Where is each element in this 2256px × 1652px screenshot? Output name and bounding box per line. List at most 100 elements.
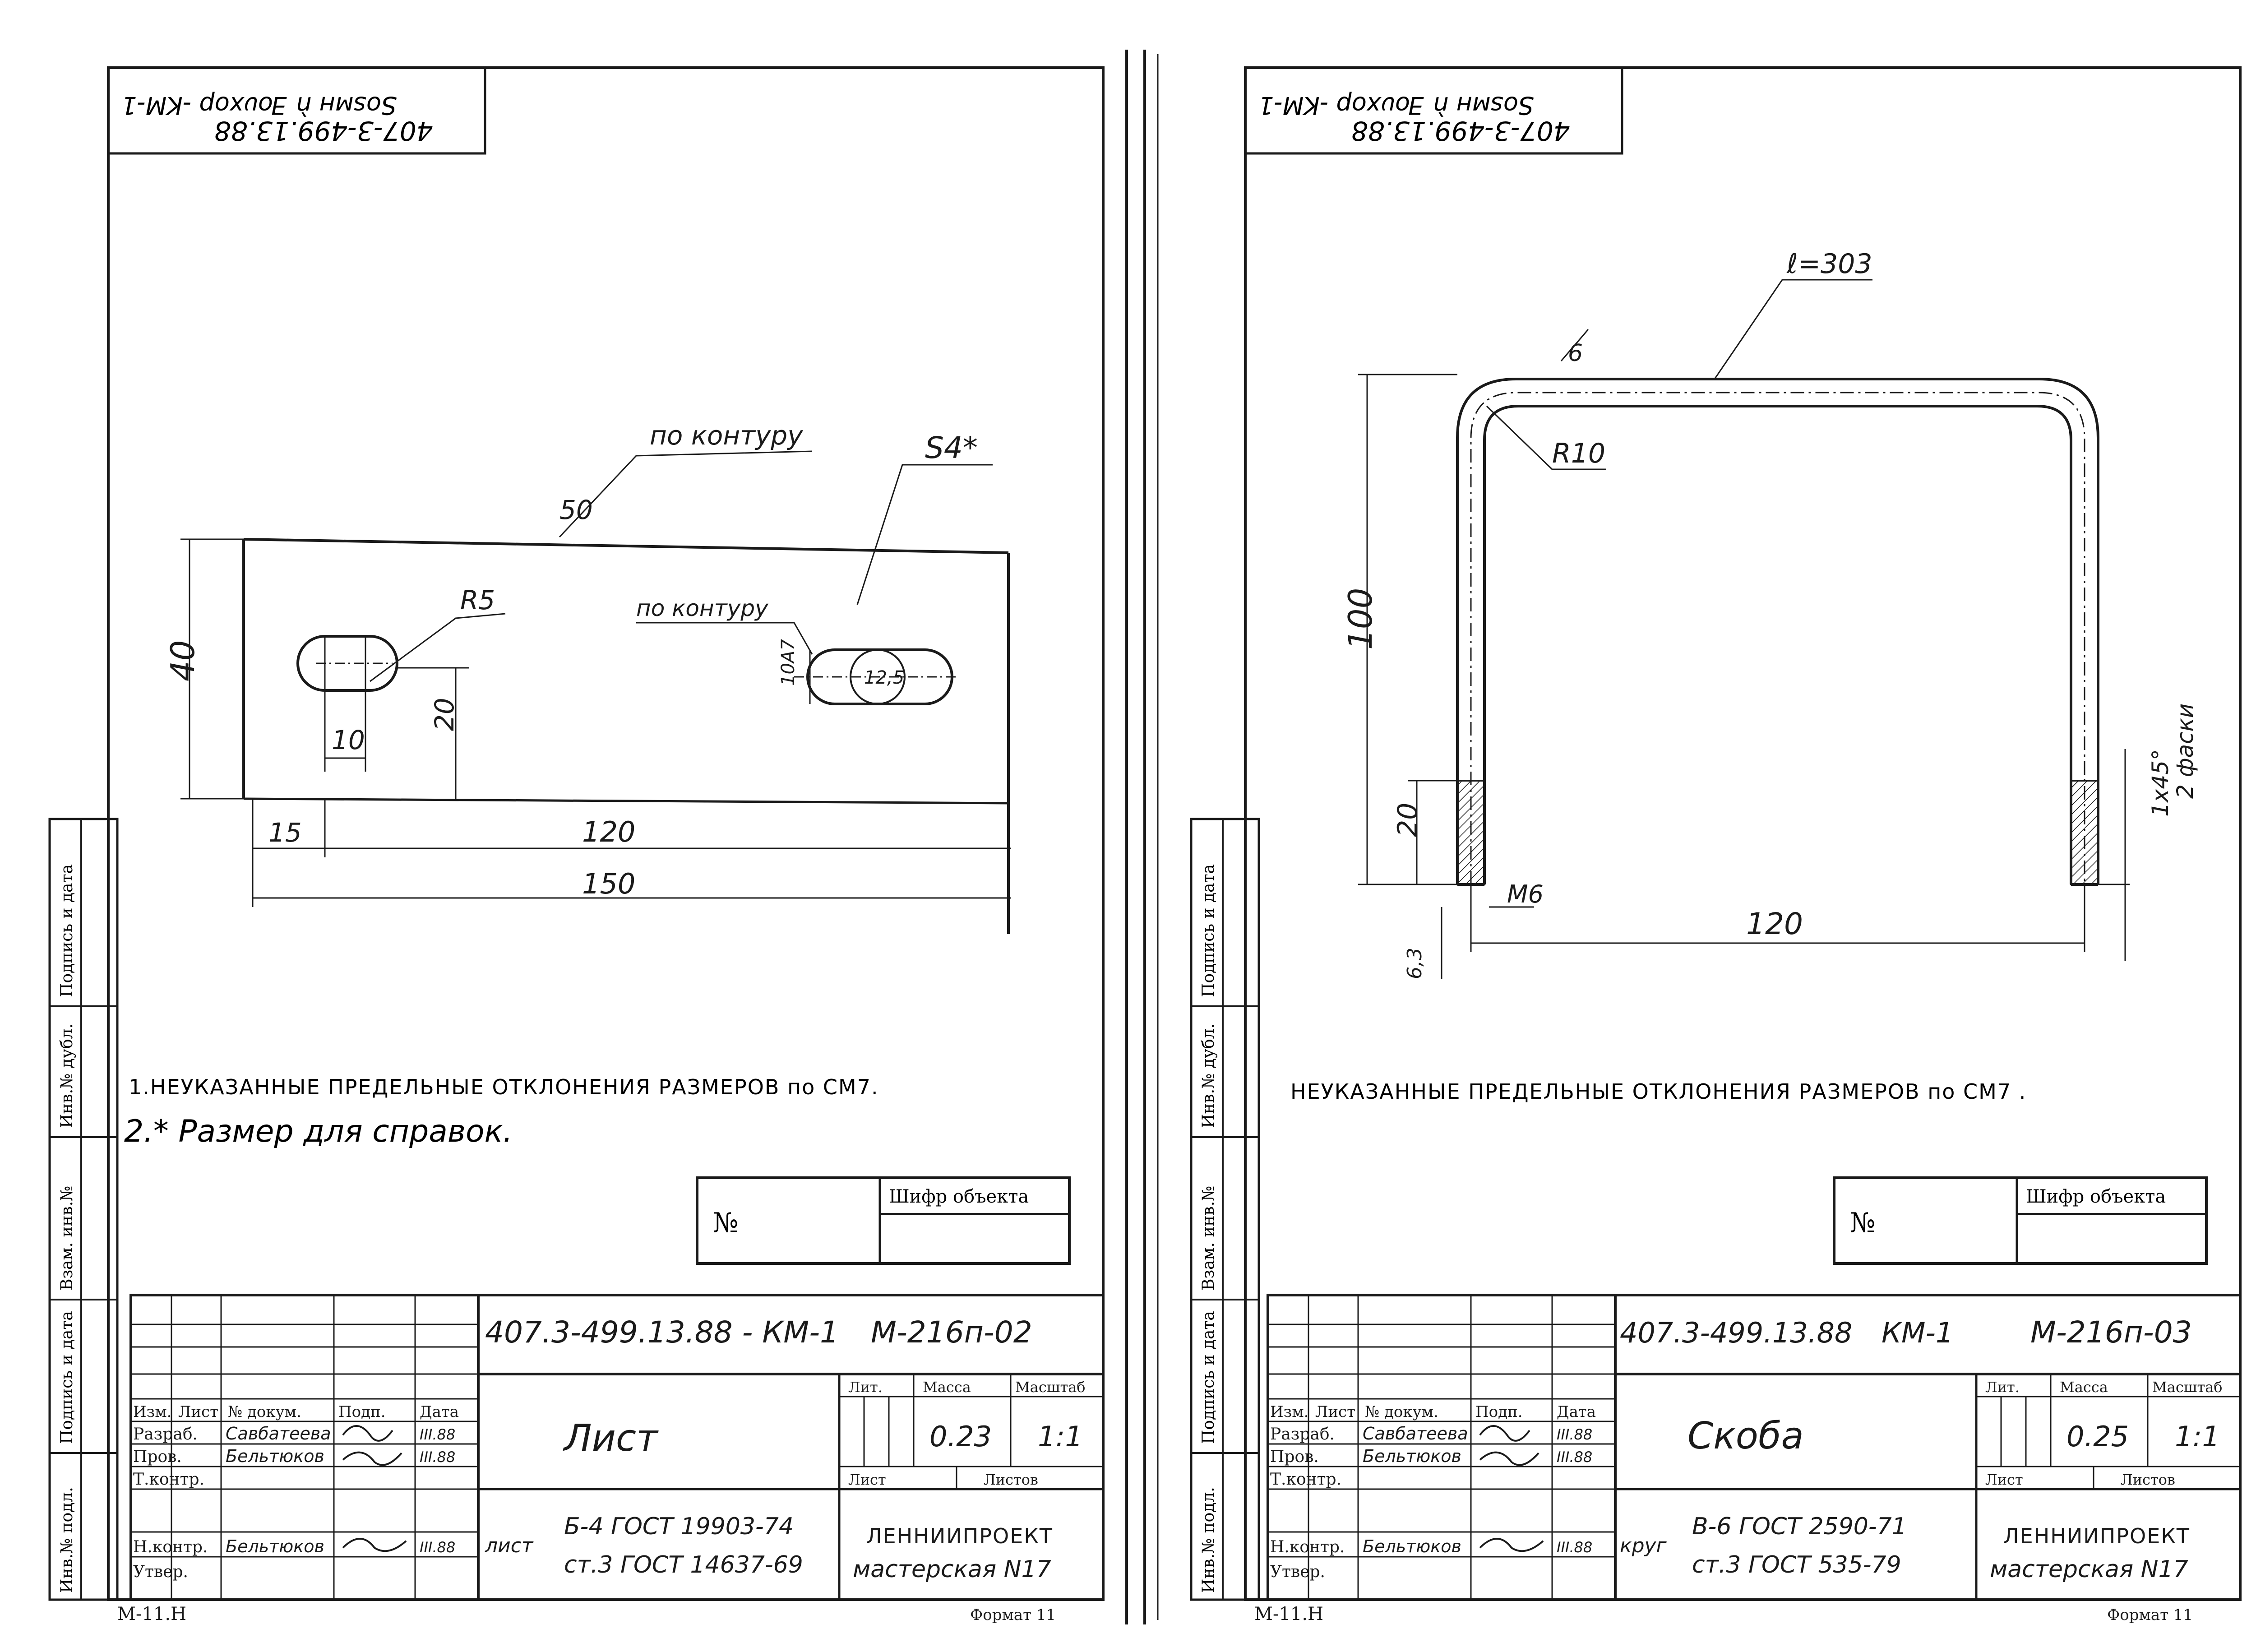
left-note-1: 1.НЕУКАЗАННЫЕ ПРЕДЕЛЬНЫЕ ОТКЛОНЕНИЯ РАЗМ… [129,1075,879,1099]
label-100: 100 [1341,588,1379,650]
left-role-utv: Утвер. [133,1563,188,1581]
plate-dimension-labels: по контуру 50 S4* R5 по контуру 40 10А7 … [164,420,978,900]
right-mark: М-216п-03 [2030,1315,2192,1350]
label-po-konturu-2: по контуру [636,595,769,621]
label-chamfer-1: 1х45° [2147,749,2173,817]
right-material-1: В-6 ГОСТ 2590-71 [1692,1513,1907,1540]
label-20-right: 20 [1392,803,1424,837]
left-corner-stamp-box [107,66,486,155]
right-org-1: ЛЕННИИПРОЕКТ [2003,1524,2190,1548]
left-role-nkontr: Н.контр. [133,1538,208,1556]
label-120: 120 [582,815,635,848]
left-strip-5: Инв.№ подл. [58,1487,76,1593]
right-date-nkontr: III.88 [1557,1539,1592,1556]
label-chamfer-2: 2 фаски [2172,703,2198,799]
left-object-no: № [713,1207,739,1239]
left-scale-label: Масштаб [1015,1379,1086,1396]
label-r10: R10 [1552,438,1605,469]
left-role-razrab: Разраб. [133,1425,198,1444]
right-sheets-label: Листов [2121,1471,2175,1488]
left-sheets-label: Листов [984,1471,1038,1488]
right-role-tkontr: Т.контр. [1270,1470,1341,1489]
right-corner-stamp-line1: Ѕоsмн ǹ Ǝоυхор ‑KM-1 [1258,91,1534,120]
left-strip-2: Инв.№ дубл. [58,1023,76,1128]
left-name-razrab: Савбатеева [226,1424,331,1444]
label-m6: М6 [1507,880,1544,908]
right-lit-label: Лит. [1985,1379,2020,1396]
left-corner-stamp-line1: Ѕоsмн ǹ Ǝоυхор ‑KM-1 [121,91,397,120]
right-strip-1: Подпись и дата [1199,864,1218,997]
left-scale-value: 1:1 [1038,1420,1083,1453]
left-strip-3: Взам. инв.№ [58,1186,76,1291]
label-s4: S4* [925,430,978,465]
right-role-razrab: Разраб. [1270,1425,1335,1444]
left-material-1: Б-4 ГОСТ 19903-74 [564,1513,794,1540]
left-part-name: Лист [563,1417,659,1460]
left-org-1: ЛЕННИИПРОЕКТ [866,1524,1053,1548]
right-material-kind: круг [1620,1534,1667,1557]
right-role-nkontr: Н.контр. [1270,1538,1345,1556]
right-title-block [1267,1294,2242,1601]
right-name-razrab: Савбатеева [1363,1424,1468,1444]
left-name-prov: Бельтюков [226,1446,324,1466]
left-strip-4: Подпись и дата [58,1311,76,1444]
left-format: Формат 11 [970,1606,1056,1624]
label-10a7: 10А7 [778,639,799,686]
right-strip-5: Инв.№ подл. [1199,1487,1218,1593]
right-hdr-list: Лист [1315,1403,1355,1421]
right-sheet-label: Лист [1985,1471,2023,1488]
left-date-razrab: III.88 [420,1426,455,1443]
u-bolt-labels: ℓ=303 6 R10 100 20 М6 6,3 120 1х45° 2 фа… [1341,248,2198,979]
left-lit-label: Лит. [848,1379,883,1396]
right-object-no: № [1850,1207,1876,1239]
right-hdr-doc: № докум. [1365,1403,1438,1421]
left-hdr-izm: Изм. [133,1403,171,1421]
plate-drawing [180,450,1011,934]
left-title-block-text: 407.3-499.13.88 - КМ-1 М-216п-02 Изм. Ли… [117,1315,1086,1624]
label-r5: R5 [460,585,495,615]
right-corner-stamp-line2: 407-3-499.13.88 [1351,116,1570,146]
left-hdr-list: Лист [178,1403,218,1421]
right-strip-2: Инв.№ дубл. [1199,1023,1218,1128]
label-15: 15 [268,817,302,848]
left-object-box [696,1176,1071,1265]
right-role-prov: Пров. [1270,1448,1319,1466]
label-6: 6 [1568,340,1583,367]
left-side-strip [48,818,119,1601]
right-hdr-podp: Подп. [1475,1403,1523,1421]
right-scale-label: Масштаб [2152,1379,2223,1396]
label-150: 150 [582,867,635,900]
right-strip-3: Взам. инв.№ [1199,1186,1218,1291]
left-hdr-podp: Подп. [338,1403,386,1421]
right-side-strip [1190,818,1260,1601]
right-name-prov: Бельтюков [1363,1446,1461,1466]
right-format: Формат 11 [2107,1606,2193,1624]
right-hdr-data: Дата [1557,1403,1596,1421]
left-title-block [129,1294,1105,1601]
left-note-2: 2.* Размер для справок. [124,1114,513,1149]
right-material-2: ст.3 ГОСТ 535-79 [1692,1551,1901,1578]
left-doc-code: 407.3-499.13.88 - КМ-1 [485,1315,839,1350]
left-signature-3 [342,1538,407,1552]
right-org-2: мастерская N17 [1990,1556,2188,1583]
label-20: 20 [429,698,460,731]
u-bolt-drawing [1358,279,2130,979]
label-12-5: 12,5 [864,667,904,688]
right-title-block-text: 407.3-499.13.88 КМ-1 М-216п-03 Изм. Лист… [1254,1315,2223,1624]
left-hdr-doc: № докум. [228,1403,301,1421]
left-object-shifr: Шифр объекта [889,1186,1029,1207]
left-signature-1 [342,1425,393,1442]
right-corner-stamp-box [1244,66,1623,155]
label-50: 50 [559,495,593,525]
left-corner-stamp-line2: 407-3-499.13.88 [214,116,433,146]
label-10: 10 [332,725,365,755]
left-material-2: ст.3 ГОСТ 14637-69 [564,1551,803,1578]
right-date-prov: III.88 [1557,1448,1592,1466]
right-part-name: Скоба [1687,1415,1804,1458]
right-role-utv: Утвер. [1270,1563,1325,1581]
right-hdr-izm: Изм. [1270,1403,1308,1421]
left-sheet: Ѕоsмн ǹ Ǝоυхор ‑KM-1 407-3-499.13.88 [48,66,1105,1624]
label-6-3: 6,3 [1403,948,1426,979]
left-role-prov: Пров. [133,1448,182,1466]
